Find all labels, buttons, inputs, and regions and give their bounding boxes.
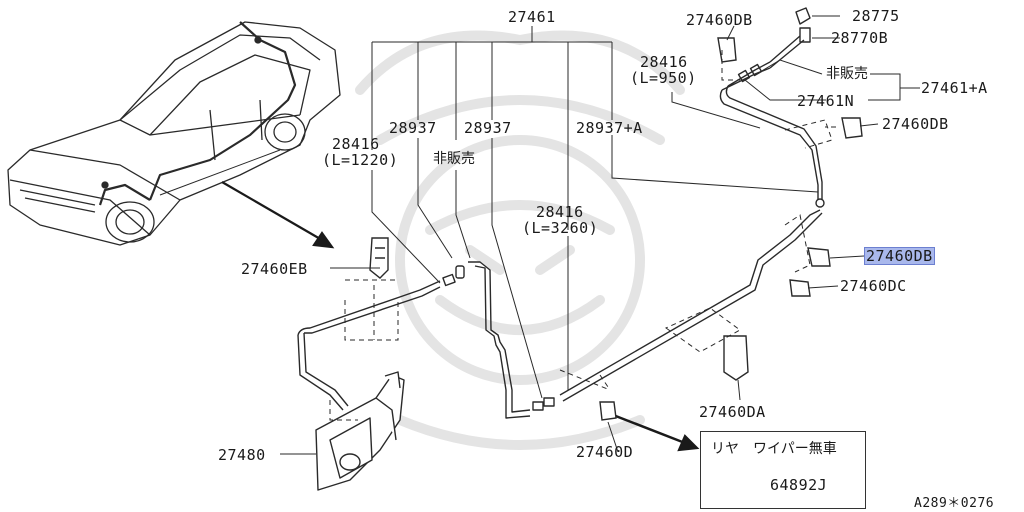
label-28416-3260-length: (L=3260) <box>522 219 599 237</box>
label-28416-950-length: (L=950) <box>630 69 697 87</box>
label-27461n: 27461N <box>797 92 855 110</box>
label-28416-1220-length: (L=1220) <box>322 151 399 169</box>
dashed-guides <box>329 50 836 421</box>
label-28416-3260: 28416 <box>536 203 584 221</box>
label-28775: 28775 <box>852 7 900 25</box>
label-28770b: 28770B <box>831 29 889 47</box>
label-27480: 27480 <box>218 446 266 464</box>
arrows <box>221 181 700 452</box>
washer-tank <box>315 371 405 491</box>
label-27460da: 27460DA <box>699 403 766 421</box>
label-28937-plus-a: 28937+A <box>576 119 643 137</box>
label-27460db-highlighted[interactable]: 27460DB <box>864 247 935 265</box>
label-27461-plus-a: 27461+A <box>921 79 988 97</box>
label-28416-1220: 28416 <box>332 135 380 153</box>
label-28937-b: 28937 <box>464 119 512 137</box>
label-28937-a: 28937 <box>389 119 437 137</box>
car-illustration <box>7 21 341 246</box>
legend-title: リヤ ワイパー無車 <box>711 441 837 457</box>
clips <box>369 37 863 421</box>
label-27460dc: 27460DC <box>840 277 907 295</box>
legend-part-number: 64892J <box>770 476 828 494</box>
legend-box: リヤ ワイパー無車 64892J <box>700 431 866 509</box>
label-27461: 27461 <box>508 8 556 26</box>
label-27460db-mid: 27460DB <box>882 115 949 133</box>
label-27460eb: 27460EB <box>241 260 308 278</box>
label-27460db-top: 27460DB <box>686 11 753 29</box>
watermark-emblem <box>355 30 685 450</box>
washer-tube <box>297 7 825 419</box>
diagram-reference-code: A289＊0276 <box>914 496 995 511</box>
label-not-sold-left: 非販売 <box>433 151 475 167</box>
label-27460d: 27460D <box>576 443 634 461</box>
label-not-sold-right: 非販売 <box>826 66 868 82</box>
leader-lines <box>280 15 920 455</box>
label-28416-950: 28416 <box>640 53 688 71</box>
